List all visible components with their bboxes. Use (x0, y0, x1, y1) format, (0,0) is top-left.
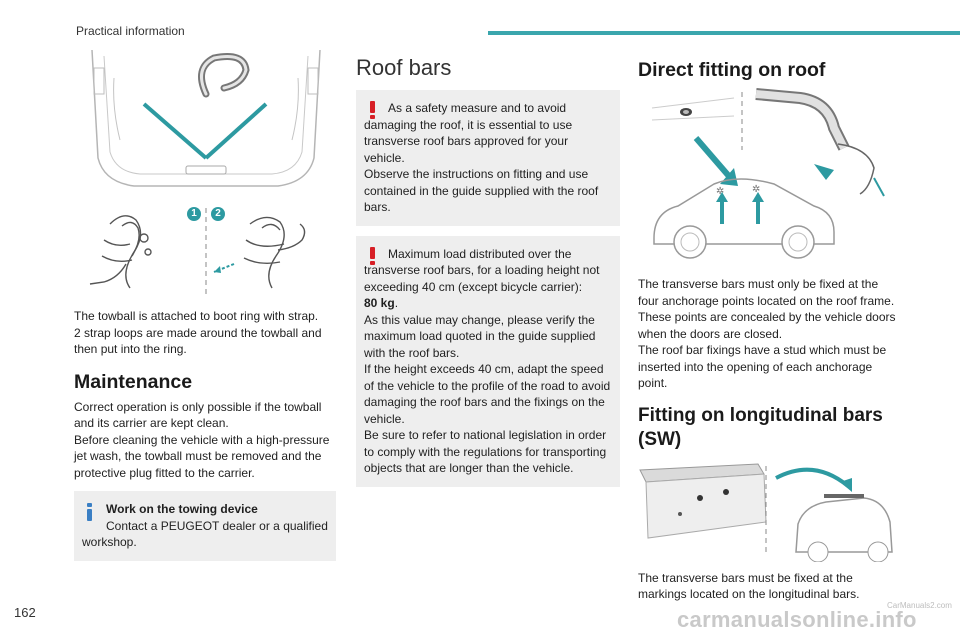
max-load-value: 80 kg (364, 296, 395, 310)
header-accent-bar (488, 31, 960, 35)
warning-icon (370, 101, 376, 119)
roof-bars-heading: Roof bars (356, 55, 452, 80)
step-badge-2: 2 (211, 207, 225, 221)
maintenance-paragraph-1: Correct operation is only possible if th… (74, 399, 322, 431)
direct-fitting-paragraph-1: The transverse bars must only be fixed a… (638, 277, 896, 341)
warning-1-text-2: Observe the instructions on fitting and … (364, 167, 599, 214)
towball-steps-drawing (89, 208, 306, 296)
watermark: carmanualsonline.info (677, 607, 917, 632)
step-badge-1: 1 (187, 207, 201, 221)
warning-box-max-load: Maximum load distributed over the transv… (356, 235, 620, 487)
direct-fitting-illustration: ✲ ✲ (651, 88, 885, 259)
warning-2-text-4: Be sure to refer to national legislation… (364, 428, 607, 475)
longitudinal-fitting-heading: Fitting on longitudinal bars (SW) (638, 404, 883, 450)
boot-towball-illustration (91, 49, 321, 187)
warning-2-text-3: If the height exceeds 40 cm, adapt the s… (364, 362, 611, 426)
towball-caption-1: The towball is attached to boot ring wit… (74, 309, 319, 323)
column-right: Direct fitting on roof ✲ ✲ The transvers… (638, 48, 902, 603)
info-box-text: Contact a PEUGEOT dealer or a qualified … (82, 518, 328, 550)
running-header: Practical information (76, 24, 185, 38)
longitudinal-bars-illustration (639, 462, 893, 562)
column-middle: Roof bars As a safety measure and to avo… (356, 48, 620, 487)
watermark-small: CarManuals2.com (887, 601, 952, 610)
max-load-suffix: . (394, 296, 399, 310)
page-number: 162 (14, 605, 36, 620)
maintenance-paragraph-2: Before cleaning the vehicle with a high-… (74, 432, 330, 480)
longitudinal-fitting-paragraph: The transverse bars must be fixed at the… (638, 570, 860, 602)
warning-2-text-2: As this value may change, please verify … (364, 312, 596, 360)
warning-icon (370, 246, 376, 265)
maintenance-heading: Maintenance (74, 370, 193, 393)
info-box-towing: Work on the towing device Contact a PEUG… (74, 491, 336, 561)
direct-fitting-heading: Direct fitting on roof (638, 59, 826, 81)
towball-caption-2: 2 strap loops are made around the towbal… (74, 325, 322, 357)
towball-steps-illustration: 1 2 (74, 204, 338, 300)
column-left: 1 2 The towball is attached to boot ring… (74, 48, 338, 561)
direct-fitting-paragraph-2: The roof bar fixings have a stud which m… (638, 343, 887, 390)
warning-2-text-1: Maximum load distributed over the transv… (364, 246, 600, 294)
info-box-title: Work on the towing device (106, 502, 258, 516)
info-icon (87, 503, 93, 521)
warning-box-roof-bars: As a safety measure and to avoid damagin… (356, 90, 620, 226)
svg-text:✲: ✲ (752, 184, 760, 195)
svg-text:✲: ✲ (716, 186, 724, 197)
warning-1-text-1: As a safety measure and to avoid damagin… (364, 101, 573, 165)
